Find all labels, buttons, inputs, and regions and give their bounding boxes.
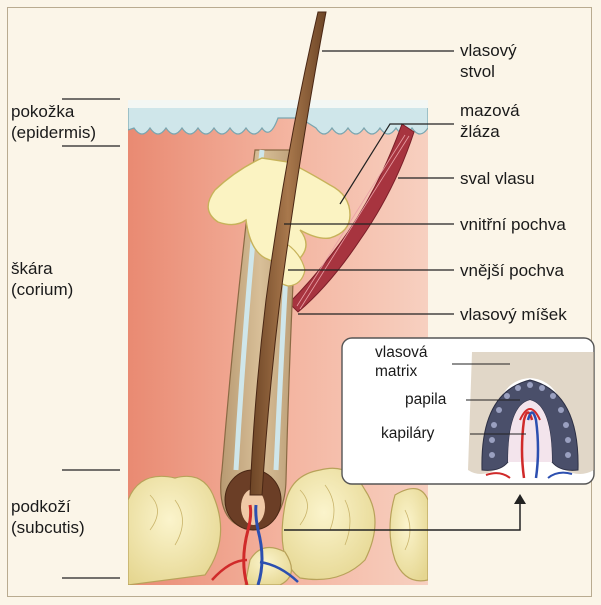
label-epidermis-line2: (epidermis) bbox=[11, 122, 96, 143]
label-subcutis: podkoží (subcutis) bbox=[11, 496, 85, 538]
label-hair-shaft-line2: stvol bbox=[460, 61, 517, 82]
skin-surface bbox=[128, 100, 428, 108]
label-hair-matrix-line2: matrix bbox=[375, 362, 428, 381]
label-follicle: vlasový míšek bbox=[460, 304, 567, 325]
label-follicle-line1: vlasový míšek bbox=[460, 304, 567, 325]
label-sebaceous-gland-line1: mazová bbox=[460, 100, 520, 121]
label-sebaceous-gland-line2: žláza bbox=[460, 121, 520, 142]
label-dermis: škára (corium) bbox=[11, 258, 73, 300]
label-papilla: papila bbox=[405, 390, 446, 409]
label-subcutis-line2: (subcutis) bbox=[11, 517, 85, 538]
label-hair-matrix: vlasová matrix bbox=[375, 343, 428, 381]
label-outer-sheath: vnější pochva bbox=[460, 260, 564, 281]
label-inner-sheath: vnitřní pochva bbox=[460, 214, 566, 235]
label-hair-shaft-line1: vlasový bbox=[460, 40, 517, 61]
label-hair-matrix-line1: vlasová bbox=[375, 343, 428, 362]
label-sebaceous-gland: mazová žláza bbox=[460, 100, 520, 142]
label-outer-sheath-line1: vnější pochva bbox=[460, 260, 564, 281]
label-dermis-line2: (corium) bbox=[11, 279, 73, 300]
label-epidermis-line1: pokožka bbox=[11, 101, 96, 122]
label-epidermis: pokožka (epidermis) bbox=[11, 101, 96, 143]
label-capillaries: kapiláry bbox=[381, 424, 434, 443]
label-dermis-line1: škára bbox=[11, 258, 73, 279]
label-capillaries-line1: kapiláry bbox=[381, 424, 434, 443]
label-arrector-muscle: sval vlasu bbox=[460, 168, 535, 189]
label-papilla-line1: papila bbox=[405, 390, 446, 409]
label-hair-shaft: vlasový stvol bbox=[460, 40, 517, 82]
label-inner-sheath-line1: vnitřní pochva bbox=[460, 214, 566, 235]
label-subcutis-line1: podkoží bbox=[11, 496, 85, 517]
zoom-arrowhead bbox=[514, 494, 526, 504]
inset-illustration bbox=[468, 352, 594, 478]
label-arrector-muscle-line1: sval vlasu bbox=[460, 168, 535, 189]
